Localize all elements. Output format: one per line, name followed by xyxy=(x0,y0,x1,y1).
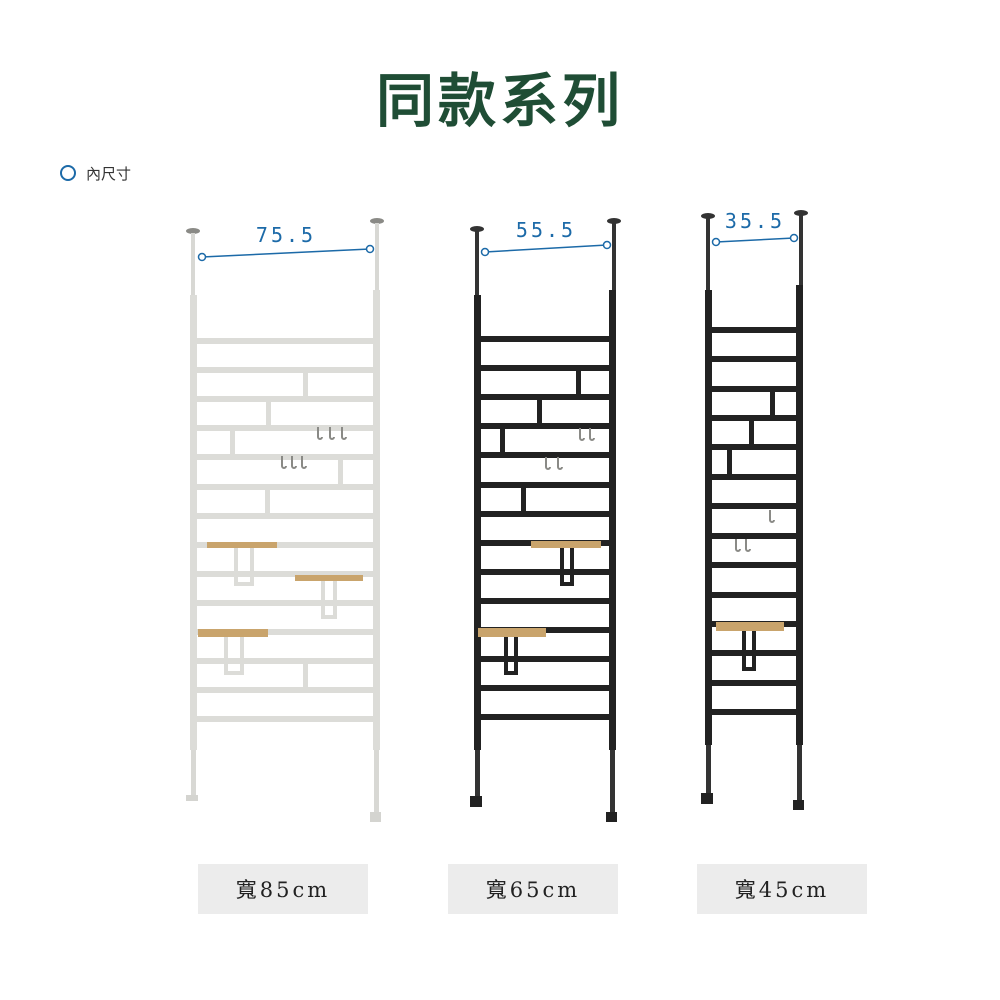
inner-size-label: 35.5 xyxy=(725,209,785,233)
inner-size-label: 55.5 xyxy=(516,218,576,242)
width-label-65: 寬65cm xyxy=(448,864,618,914)
legend-label: 內尺寸 xyxy=(86,164,132,183)
page-title: 同款系列 xyxy=(375,67,624,135)
legend: 內尺寸 xyxy=(60,161,131,185)
rack-black-medium: 55.5 xyxy=(470,218,621,822)
rack-white: 75.5 xyxy=(186,218,384,822)
width-label-85: 寬85cm xyxy=(198,864,368,914)
rack-black-narrow: 35.5 xyxy=(701,209,808,810)
width-label-45: 寬45cm xyxy=(697,864,867,914)
circle-outline-icon xyxy=(60,165,76,181)
inner-size-label: 75.5 xyxy=(256,223,316,247)
